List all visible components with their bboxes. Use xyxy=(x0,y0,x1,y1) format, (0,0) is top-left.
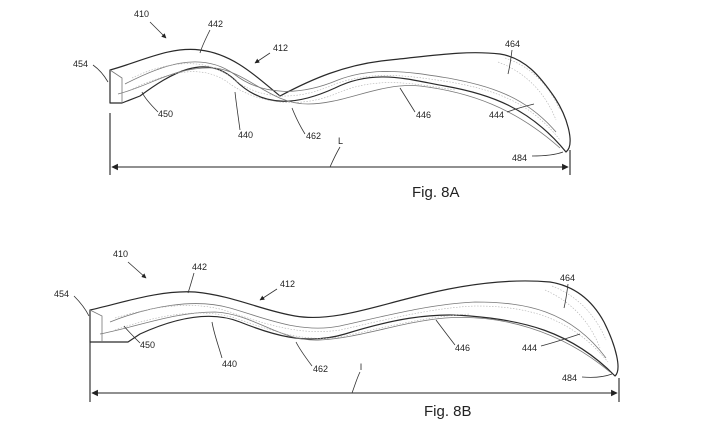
ref-440: 440 xyxy=(222,359,237,369)
ref-454: 454 xyxy=(54,289,69,299)
figure-8b: l 410 442 412 454 450 440 462 446 464 44… xyxy=(54,249,620,420)
figure-caption-8b: Fig. 8B xyxy=(424,403,472,420)
figure-caption-8a: Fig. 8A xyxy=(412,184,460,201)
ref-464: 464 xyxy=(560,273,575,283)
ref-464: 464 xyxy=(505,39,520,49)
ref-444: 444 xyxy=(522,343,537,353)
ref-446: 446 xyxy=(416,110,431,120)
ref-410: 410 xyxy=(134,9,149,19)
ref-462: 462 xyxy=(313,364,328,374)
ref-412: 412 xyxy=(273,43,288,53)
ref-450: 450 xyxy=(158,109,173,119)
ref-412: 412 xyxy=(280,279,295,289)
dimension-line-8b: l xyxy=(89,342,620,402)
ref-454: 454 xyxy=(73,59,88,69)
dimension-label-L: L xyxy=(338,136,343,146)
ref-446: 446 xyxy=(455,343,470,353)
figure-8a: L 410 442 412 454 450 440 462 446 464 44… xyxy=(73,9,571,201)
ref-444: 444 xyxy=(489,110,504,120)
ref-484: 484 xyxy=(562,373,577,383)
handle-body-8a xyxy=(109,48,571,153)
reference-labels-8a: 410 442 412 454 450 440 462 446 464 444 … xyxy=(73,9,564,163)
reference-labels-8b: 410 442 412 454 450 440 462 446 464 444 … xyxy=(54,249,613,383)
ref-442: 442 xyxy=(208,19,223,29)
ref-442: 442 xyxy=(192,262,207,272)
ref-462: 462 xyxy=(306,131,321,141)
dimension-line-8a: L xyxy=(109,113,571,175)
ref-484: 484 xyxy=(512,153,527,163)
handle-body-8b xyxy=(89,280,619,377)
ref-450: 450 xyxy=(140,340,155,350)
ref-410: 410 xyxy=(113,249,128,259)
dimension-label-l: l xyxy=(360,362,362,372)
ref-440: 440 xyxy=(238,130,253,140)
